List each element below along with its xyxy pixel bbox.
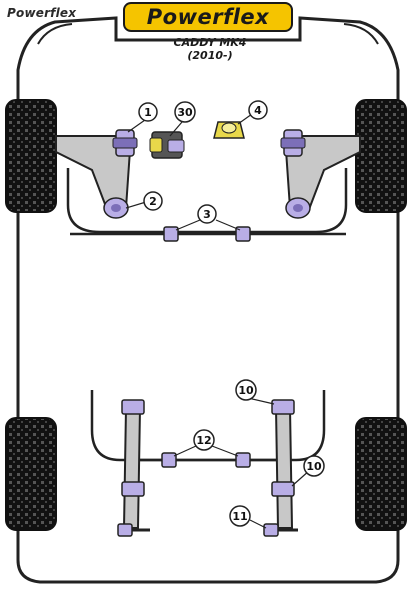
- gearbox-mount-4: [213, 121, 245, 139]
- bushing-front-right-front: [285, 197, 311, 219]
- callout-4: 4: [254, 104, 262, 117]
- callout-circle-30: [174, 101, 196, 123]
- front-arb-bushing-left: [163, 226, 179, 242]
- bushing-rear-left-middle: [121, 481, 145, 497]
- callout-circle-10b: [303, 455, 325, 477]
- callout-circle-1: [138, 102, 158, 122]
- engine-mount-30: [149, 131, 185, 159]
- callout-12: 12: [196, 434, 211, 447]
- callout-circle-2: [143, 191, 163, 211]
- rear-arb-bushing-left: [161, 452, 177, 468]
- callout-circle-4: [248, 100, 268, 120]
- bushing-rear-left-lower: [117, 523, 133, 537]
- callout-circle-3: [197, 204, 217, 224]
- bushing-front-left-front: [103, 197, 129, 219]
- front-subframe-line: [66, 168, 348, 234]
- body-corner-left: [37, 23, 73, 45]
- front-right-tyre: [355, 99, 407, 213]
- rear-right-link: [274, 407, 294, 529]
- front-arb-bushing-right: [235, 226, 251, 242]
- leader-lines: [125, 113, 311, 529]
- rear-left-tyre: [5, 417, 57, 531]
- callout-circle-10a: [235, 379, 257, 401]
- corner-logo: Powerflex: [7, 6, 77, 20]
- brand-logo: Powerflex: [123, 2, 293, 32]
- bushing-front-right-rear: [280, 129, 306, 157]
- callout-2: 2: [149, 195, 157, 208]
- callout-30: 30: [177, 106, 193, 119]
- rear-left-link: [122, 407, 142, 529]
- callout-11: 11: [232, 510, 247, 523]
- callout-10-upper: 10: [238, 384, 254, 397]
- bushing-rear-right-upper: [271, 399, 295, 415]
- callout-circle-11: [229, 505, 251, 527]
- bushing-front-left-rear: [112, 129, 138, 157]
- rear-right-tyre: [355, 417, 407, 531]
- callout-circle-12: [193, 429, 215, 451]
- front-left-tyre: [5, 99, 57, 213]
- callout-3: 3: [203, 208, 211, 221]
- callout-1: 1: [144, 106, 152, 119]
- bushing-rear-right-middle: [271, 481, 295, 497]
- bushing-rear-right-lower: [263, 523, 279, 537]
- callout-10-lower: 10: [306, 460, 322, 473]
- body-corner-right: [343, 23, 379, 45]
- car-body-outline: [16, 16, 400, 584]
- rear-arb-bushing-right: [235, 452, 251, 468]
- bushing-rear-left-upper: [121, 399, 145, 415]
